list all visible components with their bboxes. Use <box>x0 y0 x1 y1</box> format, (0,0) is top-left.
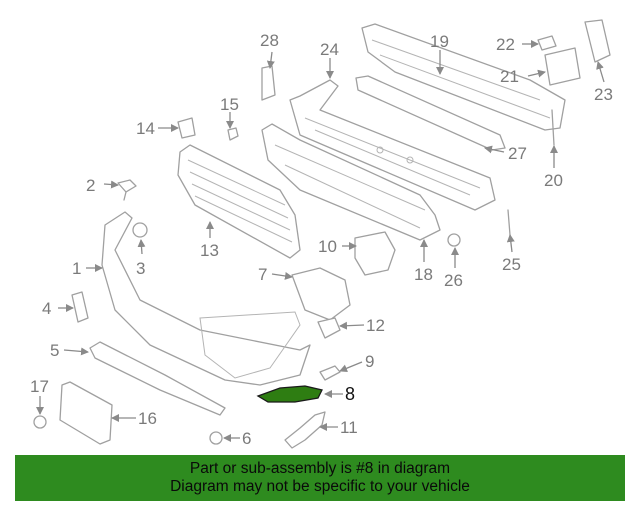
part-fasteners <box>33 19 611 445</box>
callout-18: 18 <box>414 265 433 284</box>
part-small-bracket <box>317 317 341 339</box>
banner-line-2: Diagram may not be specific to your vehi… <box>170 478 470 495</box>
callout-8: 8 <box>345 384 355 404</box>
callout-21: 21 <box>500 67 519 86</box>
callout-13: 13 <box>200 241 219 260</box>
callout-7: 7 <box>258 265 267 284</box>
callout-19: 19 <box>430 32 449 51</box>
part-reinforcement-beam <box>361 23 566 131</box>
callout-22: 22 <box>496 35 515 54</box>
callout-27: 27 <box>508 144 527 163</box>
parts-diagram: 1 2 3 4 5 6 7 8 9 10 11 12 13 14 15 16 1… <box>30 19 613 449</box>
highlighted-part-8[interactable] <box>256 385 323 403</box>
part-absorber-strip <box>355 75 506 151</box>
callout-4: 4 <box>42 299 51 318</box>
part-upper-support <box>289 79 496 211</box>
callout-25: 25 <box>502 255 521 274</box>
callout-9: 9 <box>365 352 374 371</box>
part-bumper-cover <box>101 211 311 386</box>
callout-20: 20 <box>544 171 563 190</box>
callout-12: 12 <box>366 316 385 335</box>
callout-2: 2 <box>86 176 95 195</box>
callout-28: 28 <box>260 31 279 50</box>
callout-1: 1 <box>72 259 81 278</box>
callout-11: 11 <box>340 418 358 437</box>
callout-24: 24 <box>320 40 339 59</box>
callout-labels: 1 2 3 4 5 6 7 8 9 10 11 12 13 14 15 16 1… <box>30 31 613 448</box>
leader-lines <box>36 40 605 442</box>
callout-26: 26 <box>444 271 463 290</box>
part-lower-spoiler <box>89 341 226 416</box>
callout-23: 23 <box>594 85 613 104</box>
part-side-bracket <box>284 411 326 449</box>
callout-5: 5 <box>50 341 59 360</box>
banner-line-1: Part or sub-assembly is #8 in diagram <box>189 460 451 477</box>
callout-17: 17 <box>30 377 49 396</box>
part-license-bracket <box>59 381 113 445</box>
callout-3: 3 <box>136 259 145 278</box>
part-energy-absorber <box>261 123 441 241</box>
info-banner: Part or sub-assembly is #8 in diagram Di… <box>15 455 625 501</box>
part-left-fog-cover <box>291 267 351 321</box>
callout-6: 6 <box>242 429 251 448</box>
callout-14: 14 <box>136 119 155 138</box>
callout-16: 16 <box>138 409 157 428</box>
part-right-fog-cover <box>354 231 396 276</box>
part-grille <box>177 144 301 259</box>
callout-10: 10 <box>318 237 337 256</box>
callout-15: 15 <box>220 95 239 114</box>
